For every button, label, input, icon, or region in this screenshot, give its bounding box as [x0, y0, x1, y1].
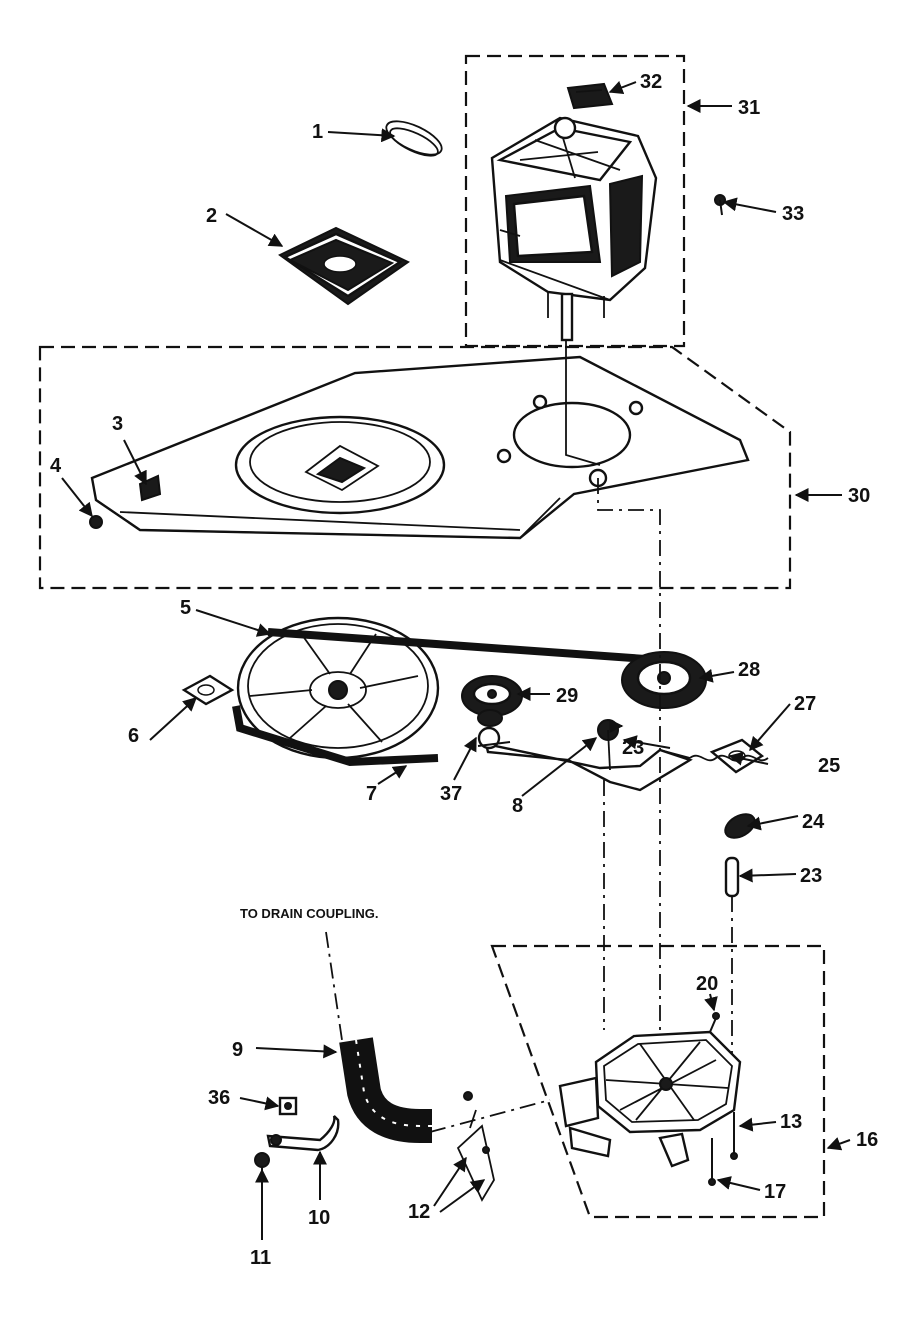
callout-9: 9 [232, 1039, 243, 1061]
callout-7: 7 [366, 783, 377, 805]
callout-33: 33 [782, 203, 804, 225]
clamp-part-10 [266, 1115, 340, 1152]
callout-20: 20 [696, 973, 718, 995]
screw-part-20 [709, 1012, 720, 1033]
clip-part-36 [278, 1096, 298, 1116]
drive-belt-part [232, 628, 661, 767]
large-pulley-part [236, 616, 440, 760]
callout-1: 1 [312, 121, 323, 143]
callout-3: 3 [112, 413, 123, 435]
motor-pulley-part [621, 651, 707, 709]
bracket-part-6 [181, 674, 235, 706]
drain-hose-part [339, 1037, 432, 1143]
callout-17: 17 [764, 1181, 786, 1203]
drain-coupling-note: TO DRAIN COUPLING. [240, 906, 378, 921]
callout-30: 30 [848, 485, 870, 507]
callout-37: 37 [440, 783, 462, 805]
callout-25: 25 [818, 755, 840, 777]
axis-line-motor [597, 478, 661, 1090]
idler-arm-part [477, 719, 693, 792]
pump-group-box [490, 944, 826, 1219]
square-pad-part [278, 226, 410, 306]
screw-part-17 [708, 1138, 716, 1186]
axis-line-hose [429, 1099, 551, 1133]
callout-2: 2 [206, 205, 217, 227]
snap-ring-part [385, 120, 443, 157]
callout-12: 12 [408, 1201, 430, 1223]
callout-28: 28 [738, 659, 760, 681]
idler-pulley-part [461, 675, 523, 717]
axis-line-drain [325, 931, 343, 1041]
callout-16: 16 [856, 1129, 878, 1151]
callout-27: 27 [794, 693, 816, 715]
leader-lines [61, 80, 851, 1240]
callout-23b: 23 [800, 865, 822, 887]
base-plate-part [90, 355, 750, 540]
callout-labels: 1 2 3 4 5 6 7 37 8 29 28 27 23 25 24 23 … [50, 71, 878, 1269]
callout-8: 8 [512, 795, 523, 817]
axis-line-motor-shaft [565, 340, 601, 466]
callout-5: 5 [180, 597, 191, 619]
screw-part-33 [714, 194, 726, 216]
callout-23a: 23 [622, 737, 644, 759]
callout-10: 10 [308, 1207, 330, 1229]
callout-36: 36 [208, 1087, 230, 1109]
callout-24: 24 [802, 811, 825, 833]
hose-clamp-part [456, 1091, 495, 1202]
pin-part-23 [724, 856, 740, 898]
callout-6: 6 [128, 725, 139, 747]
screw-part-13 [730, 1112, 738, 1160]
callout-29: 29 [556, 685, 578, 707]
callout-31: 31 [738, 97, 760, 119]
motor-part [490, 116, 658, 342]
callout-13: 13 [780, 1111, 802, 1133]
pump-part [558, 1030, 742, 1168]
spacer-part-37 [477, 709, 503, 727]
cap-part-24 [724, 813, 756, 839]
nut-part-4 [89, 515, 103, 529]
callout-4: 4 [50, 455, 62, 477]
motor-connector-part [566, 82, 614, 110]
callout-32: 32 [640, 71, 662, 93]
callout-11: 11 [250, 1247, 271, 1269]
